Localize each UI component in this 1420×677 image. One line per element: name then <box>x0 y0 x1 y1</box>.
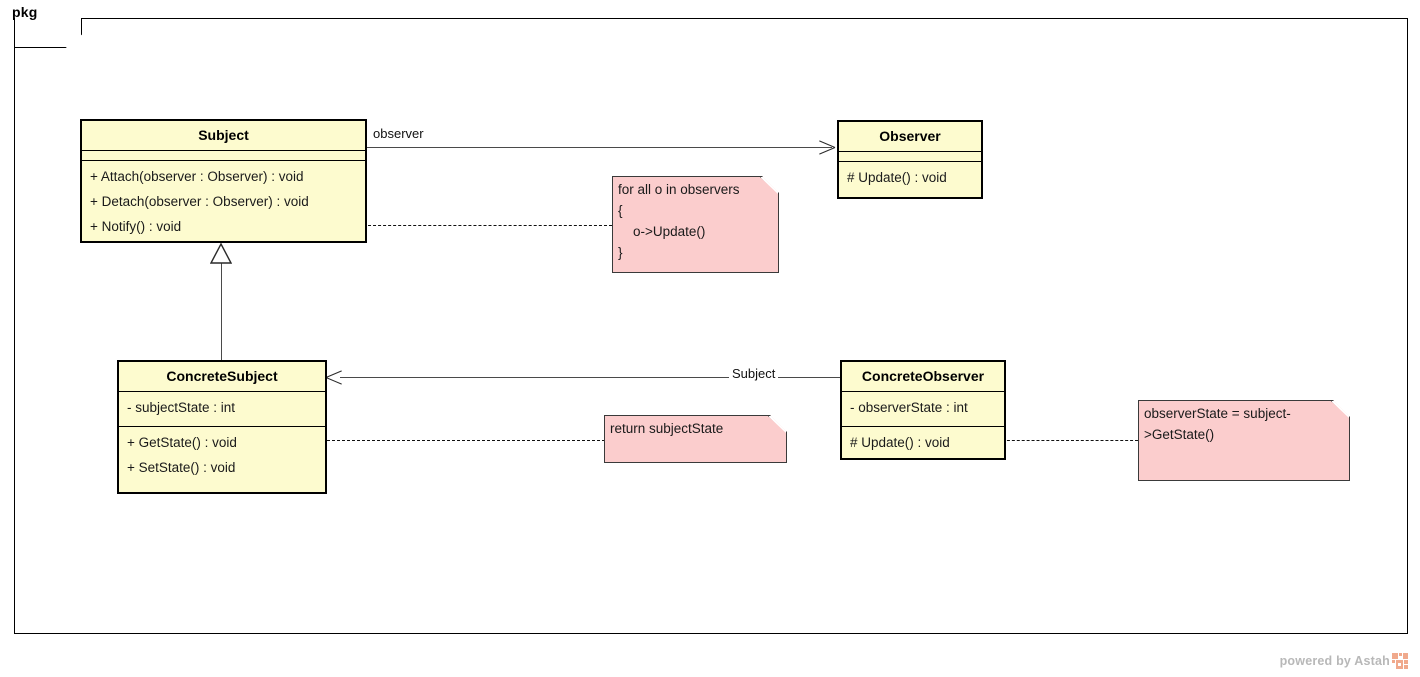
edge-label-observer: observer <box>373 126 424 141</box>
class-title-subject: Subject <box>198 127 249 143</box>
note-link-notify <box>363 225 612 226</box>
generalization-triangle-icon <box>210 243 232 264</box>
watermark-text: powered by Astah <box>1279 654 1390 668</box>
astah-logo-icon <box>1392 653 1408 669</box>
note-notify[interactable]: for all o in observers { o->Update() } <box>612 176 779 273</box>
note-update[interactable]: observerState = subject->GetState() <box>1138 400 1350 481</box>
edge-subject-observer-arrowhead <box>818 138 836 156</box>
edge-label-subject: Subject <box>729 366 779 381</box>
class-member: + Notify() : void <box>90 218 182 234</box>
class-member: + SetState() : void <box>127 459 236 475</box>
class-box-observer[interactable]: Observer # Update() : void <box>837 120 983 199</box>
package-frame <box>14 18 1408 634</box>
class-member: + Detach(observer : Observer) : void <box>90 193 309 209</box>
note-link-getstate <box>322 440 605 441</box>
class-box-concrete-observer[interactable]: ConcreteObserver - observerState : int #… <box>840 360 1006 460</box>
note-getstate[interactable]: return subjectState <box>604 415 787 463</box>
class-title-concrete-subject: ConcreteSubject <box>166 368 278 384</box>
class-operations-observer: # Update() : void <box>839 161 981 196</box>
class-attributes-observer <box>839 151 981 161</box>
note-text: return subjectState <box>610 421 724 436</box>
class-member: - observerState : int <box>850 400 968 415</box>
class-box-concrete-subject[interactable]: ConcreteSubject - subjectState : int + G… <box>117 360 327 494</box>
class-operations-concrete-observer: # Update() : void <box>842 425 1004 458</box>
class-title-observer: Observer <box>879 128 941 144</box>
class-member: + Attach(observer : Observer) : void <box>90 169 304 184</box>
note-text: observerState = subject->GetState() <box>1144 406 1291 442</box>
edge-subject-observer-line <box>367 147 832 148</box>
note-text: for all o in observers { o->Update() } <box>618 182 740 260</box>
edge-concreteobserver-concretesubject-arrowhead <box>325 368 343 386</box>
package-frame-tab-fill <box>15 18 81 47</box>
edge-generalization-line <box>221 262 222 360</box>
note-link-update <box>1002 440 1138 441</box>
package-frame-tab <box>14 18 82 48</box>
class-member: + GetState() : void <box>127 434 237 450</box>
frame-top-border <box>78 18 1408 19</box>
class-operations-concrete-subject: + GetState() : void + SetState() : void <box>119 425 325 486</box>
class-member: # Update() : void <box>850 434 950 450</box>
class-attributes-subject <box>82 150 365 160</box>
class-attributes-concrete-subject: - subjectState : int <box>119 391 325 426</box>
watermark: powered by Astah <box>1280 653 1408 669</box>
edge-concreteobserver-concretesubject-line <box>340 377 840 378</box>
class-member: # Update() : void <box>847 170 947 185</box>
class-operations-subject: + Attach(observer : Observer) : void + D… <box>82 160 365 241</box>
class-title-concrete-observer: ConcreteObserver <box>861 368 985 384</box>
class-box-subject[interactable]: Subject + Attach(observer : Observer) : … <box>80 119 367 243</box>
package-stereotype-label: pkg <box>12 4 38 20</box>
class-attributes-concrete-observer: - observerState : int <box>842 391 1004 426</box>
class-member: - subjectState : int <box>127 400 236 415</box>
